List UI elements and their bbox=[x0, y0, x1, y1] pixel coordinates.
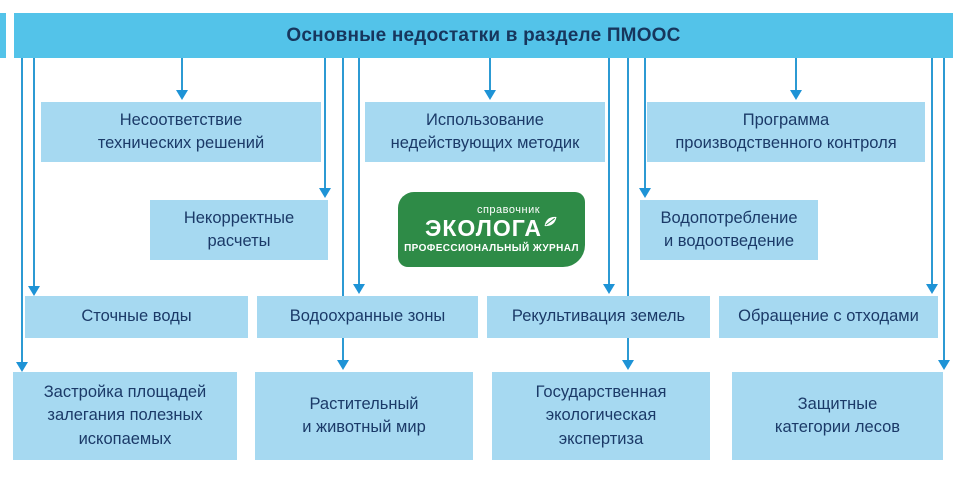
connector-line bbox=[943, 58, 945, 360]
arrowhead-icon bbox=[938, 360, 950, 370]
arrowhead-icon bbox=[353, 284, 365, 294]
logo-bottom-label: ПРОФЕССИОНАЛЬНЫЙ ЖУРНАЛ bbox=[404, 243, 579, 254]
node-production-control-program: Программа производственного контроля bbox=[647, 102, 925, 162]
arrowhead-icon bbox=[319, 188, 331, 198]
connector-line bbox=[489, 58, 491, 90]
arrowhead-icon bbox=[926, 284, 938, 294]
node-wastewater: Сточные воды bbox=[25, 296, 248, 338]
arrowhead-icon bbox=[484, 90, 496, 100]
node-water-protection-zones: Водоохранные зоны bbox=[257, 296, 478, 338]
arrowhead-icon bbox=[176, 90, 188, 100]
node-incorrect-calculations: Некорректные расчеты bbox=[150, 200, 328, 260]
connector-line bbox=[181, 58, 183, 90]
connector-line bbox=[627, 58, 629, 360]
node-mineral-deposit-development: Застройка площадей залегания полезных ис… bbox=[13, 372, 237, 460]
connector-line bbox=[931, 58, 933, 284]
arrowhead-icon bbox=[337, 360, 349, 370]
arrowhead-icon bbox=[16, 362, 28, 372]
node-state-ecological-expertise: Государственная экологическая экспертиза bbox=[492, 372, 710, 460]
arrowhead-icon bbox=[639, 188, 651, 198]
logo-name: ЭКОЛОГА bbox=[425, 215, 542, 241]
connector-line bbox=[795, 58, 797, 90]
logo-name-row: ЭКОЛОГА bbox=[425, 217, 558, 240]
arrowhead-icon bbox=[603, 284, 615, 294]
arrowhead-icon bbox=[790, 90, 802, 100]
connector-line bbox=[644, 58, 646, 188]
connector-line bbox=[324, 58, 326, 188]
logo-top-label: справочник bbox=[476, 204, 541, 216]
arrowhead-icon bbox=[28, 286, 40, 296]
arrowhead-icon bbox=[622, 360, 634, 370]
node-tech-solutions-mismatch: Несоответствие технических решений bbox=[41, 102, 321, 162]
connector-line bbox=[608, 58, 610, 284]
connector-line bbox=[21, 58, 23, 362]
node-land-reclamation: Рекультивация земель bbox=[487, 296, 710, 338]
node-invalid-methods: Использование недействующих методик bbox=[365, 102, 605, 162]
connector-line bbox=[358, 58, 360, 284]
node-flora-fauna: Растительный и животный мир bbox=[255, 372, 473, 460]
title-bar: Основные недостатки в разделе ПМООС bbox=[14, 13, 953, 58]
title-bar-edge-fragment bbox=[0, 13, 6, 58]
ecologist-handbook-logo: справочник ЭКОЛОГА ПРОФЕССИОНАЛЬНЫЙ ЖУРН… bbox=[398, 192, 585, 267]
node-waste-management: Обращение с отходами bbox=[719, 296, 938, 338]
connector-line bbox=[342, 58, 344, 360]
node-protective-forest-categories: Защитные категории лесов bbox=[732, 372, 943, 460]
diagram-title: Основные недостатки в разделе ПМООС bbox=[286, 24, 681, 46]
node-water-consumption: Водопотребление и водоотведение bbox=[640, 200, 818, 260]
connector-line bbox=[33, 58, 35, 286]
leaf-icon bbox=[544, 216, 557, 227]
